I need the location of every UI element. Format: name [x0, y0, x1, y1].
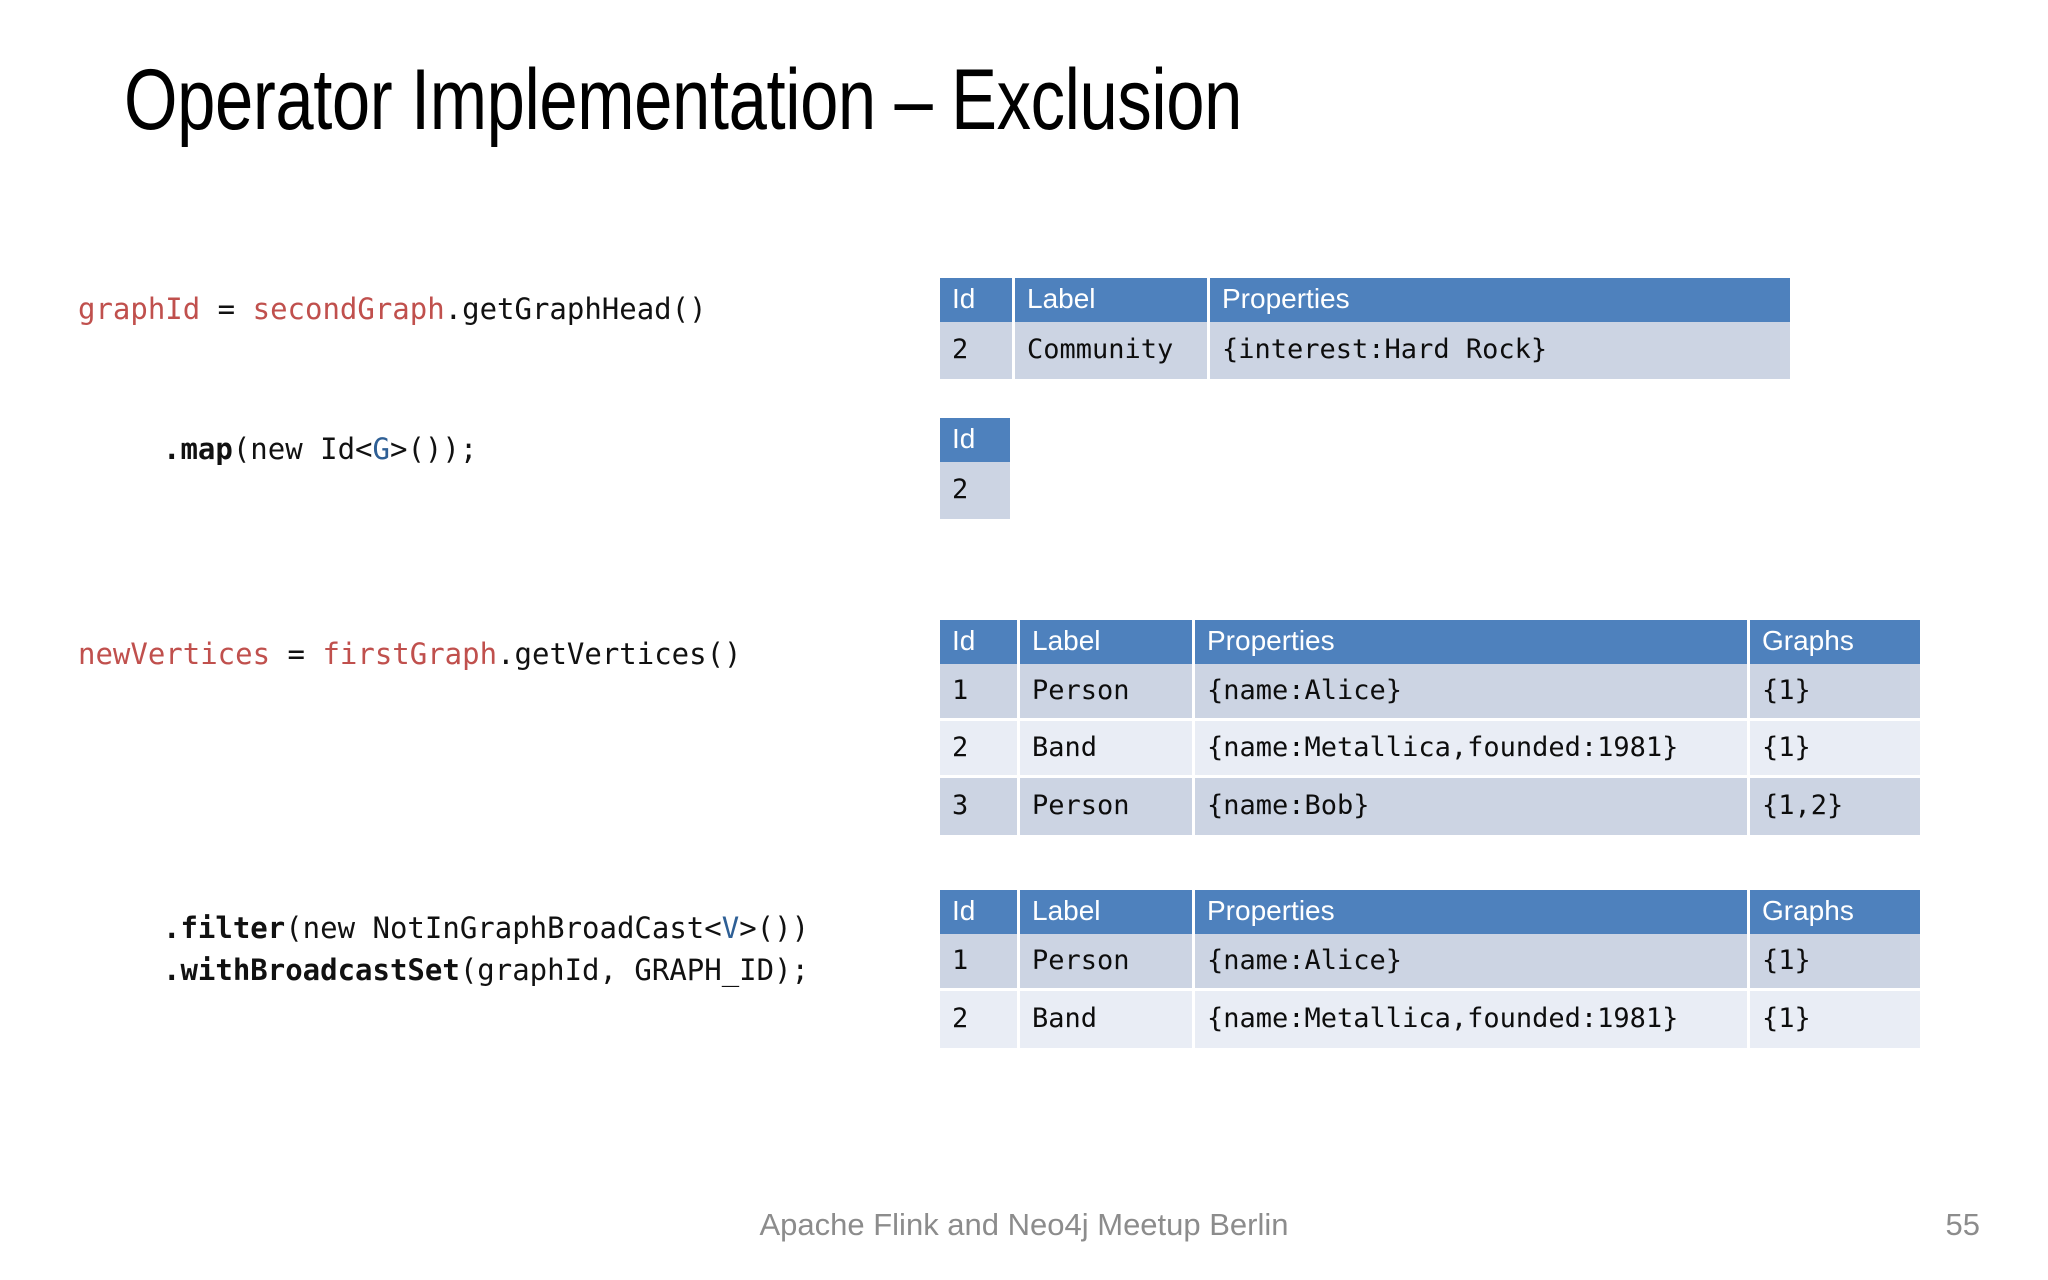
- cell-graphs: {1}: [1750, 664, 1920, 721]
- vertices-table: Id Label Properties Graphs 1 Person {nam…: [940, 620, 1920, 835]
- code-variable-newvertices: newVertices: [78, 637, 271, 671]
- code-variable-graphid: graphId: [78, 292, 201, 326]
- cell-graphs: {1}: [1750, 721, 1920, 778]
- cell-graphs: {1}: [1750, 934, 1920, 991]
- page-title: Operator Implementation – Exclusion: [124, 52, 1242, 148]
- filtered-vertices-table: Id Label Properties Graphs 1 Person {nam…: [940, 890, 1920, 1048]
- cell-id: 2: [940, 991, 1020, 1048]
- code-generic-v: V: [721, 911, 740, 945]
- code-line-get-graph-head: graphId = secondGraph.getGraphHead(): [78, 288, 707, 330]
- column-header-label: Label: [1020, 890, 1195, 934]
- code-map-args-prefix: (new Id<: [232, 432, 373, 466]
- code-call-getvertices: .getVertices(): [497, 637, 742, 671]
- column-header-id: Id: [940, 418, 1010, 462]
- column-header-graphs: Graphs: [1750, 620, 1920, 664]
- column-header-properties: Properties: [1210, 278, 1790, 322]
- code-operator-equals-2: =: [270, 637, 323, 671]
- column-header-id: Id: [940, 890, 1020, 934]
- cell-id: 2: [940, 462, 1010, 519]
- cell-label: Person: [1020, 778, 1195, 835]
- code-method-withbroadcastset: .withBroadcastSet: [163, 953, 460, 987]
- column-header-id: Id: [940, 278, 1015, 322]
- code-call-getgraphhead: .getGraphHead(): [444, 292, 707, 326]
- code-line-map: .map(new Id<G>());: [163, 428, 477, 470]
- cell-id: 2: [940, 721, 1020, 778]
- cell-id: 1: [940, 934, 1020, 991]
- graph-head-table: Id Label Properties 2 Community {interes…: [940, 278, 1790, 379]
- cell-properties: {name:Bob}: [1195, 778, 1750, 835]
- table-row: 2 Band {name:Metallica,founded:1981} {1}: [940, 721, 1920, 778]
- table-row: 2: [940, 462, 1010, 519]
- code-broadcast-args: (graphId, GRAPH_ID);: [459, 953, 810, 987]
- cell-id: 2: [940, 322, 1015, 379]
- code-line-filter-broadcast: .filter(new NotInGraphBroadCast<V>()) .w…: [163, 907, 809, 991]
- cell-id: 3: [940, 778, 1020, 835]
- cell-properties: {interest:Hard Rock}: [1210, 322, 1790, 379]
- column-header-id: Id: [940, 620, 1020, 664]
- cell-id: 1: [940, 664, 1020, 721]
- code-method-map: .map: [163, 432, 233, 466]
- cell-graphs: {1}: [1750, 991, 1920, 1048]
- code-operator-equals: =: [200, 292, 253, 326]
- cell-label: Community: [1015, 322, 1210, 379]
- table-header-row: Id: [940, 418, 1010, 462]
- code-variable-firstgraph: firstGraph: [322, 637, 498, 671]
- cell-label: Band: [1020, 721, 1195, 778]
- column-header-graphs: Graphs: [1750, 890, 1920, 934]
- column-header-label: Label: [1020, 620, 1195, 664]
- cell-properties: {name:Alice}: [1195, 934, 1750, 991]
- code-generic-g: G: [372, 432, 390, 466]
- cell-properties: {name:Alice}: [1195, 664, 1750, 721]
- slide-page-number: 55: [1945, 1207, 1980, 1242]
- code-line-get-vertices: newVertices = firstGraph.getVertices(): [78, 633, 742, 675]
- cell-graphs: {1,2}: [1750, 778, 1920, 835]
- table-row: 2 Community {interest:Hard Rock}: [940, 322, 1790, 379]
- cell-label: Person: [1020, 934, 1195, 991]
- table-header-row: Id Label Properties: [940, 278, 1790, 322]
- code-method-filter: .filter: [163, 911, 286, 945]
- graph-id-table: Id 2: [940, 418, 1010, 519]
- code-filter-args-prefix: (new NotInGraphBroadCast<: [285, 911, 722, 945]
- table-header-row: Id Label Properties Graphs: [940, 890, 1920, 934]
- table-header-row: Id Label Properties Graphs: [940, 620, 1920, 664]
- table-row: 1 Person {name:Alice} {1}: [940, 664, 1920, 721]
- slide-footer: Apache Flink and Neo4j Meetup Berlin: [759, 1207, 1289, 1242]
- cell-properties: {name:Metallica,founded:1981}: [1195, 991, 1750, 1048]
- column-header-properties: Properties: [1195, 620, 1750, 664]
- code-map-args-suffix: >());: [390, 432, 478, 466]
- table-row: 1 Person {name:Alice} {1}: [940, 934, 1920, 991]
- column-header-label: Label: [1015, 278, 1210, 322]
- column-header-properties: Properties: [1195, 890, 1750, 934]
- cell-label: Person: [1020, 664, 1195, 721]
- table-row: 3 Person {name:Bob} {1,2}: [940, 778, 1920, 835]
- table-row: 2 Band {name:Metallica,founded:1981} {1}: [940, 991, 1920, 1048]
- code-variable-secondgraph: secondGraph: [252, 292, 445, 326]
- cell-label: Band: [1020, 991, 1195, 1048]
- code-filter-args-suffix: >()): [739, 911, 810, 945]
- cell-properties: {name:Metallica,founded:1981}: [1195, 721, 1750, 778]
